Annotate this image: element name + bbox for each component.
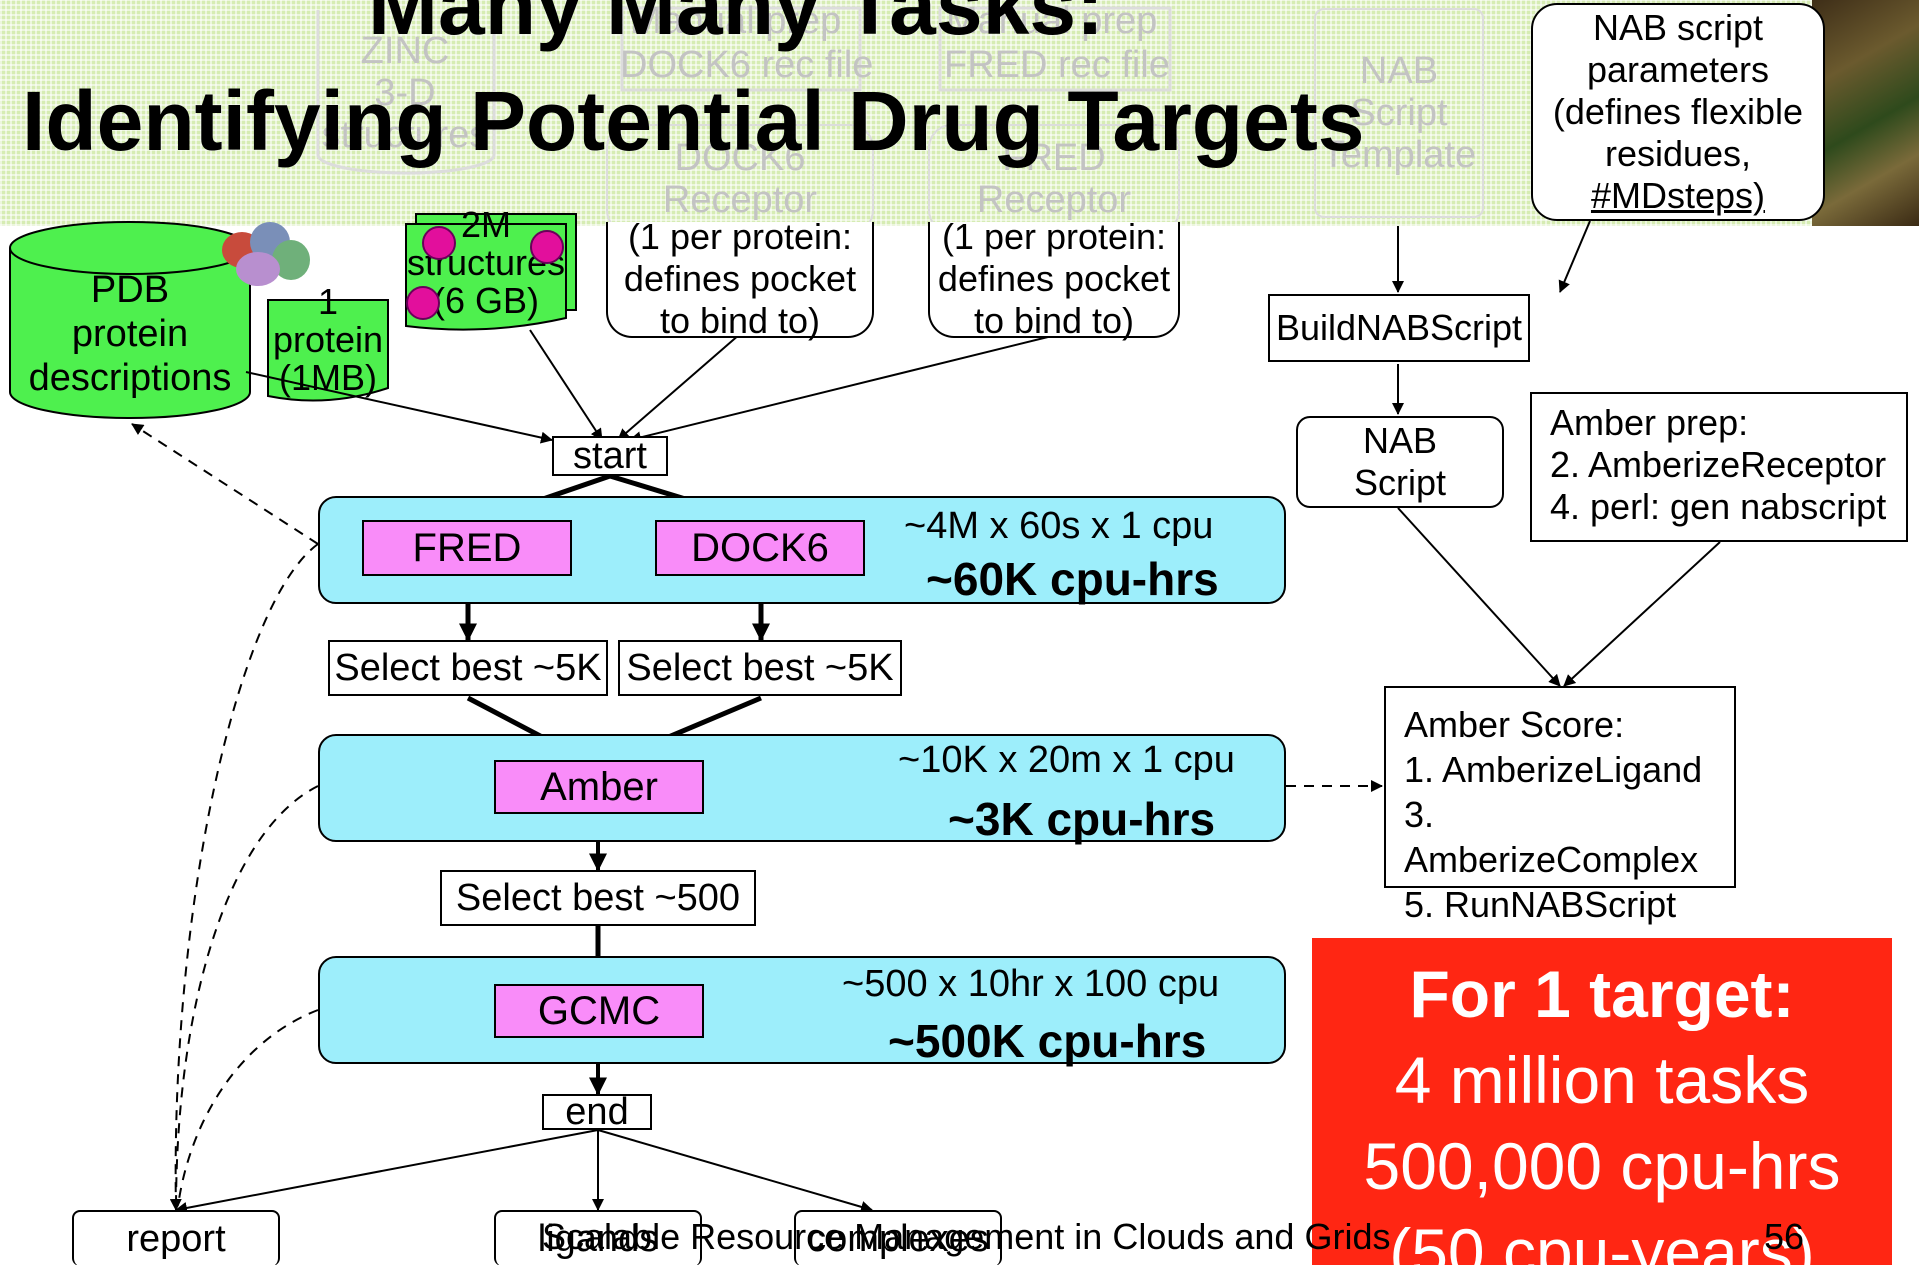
faded-header-shapes	[316, 6, 1172, 175]
summary-heading: For 1 target:	[1409, 957, 1795, 1031]
faded-manual-prep-b: Manual prep	[946, 0, 1158, 42]
dashed-stage3-to-report	[177, 1009, 319, 1207]
summary-cpu-years: (50 cpu-years)	[1389, 1215, 1815, 1265]
arrow-zinc-to-start	[529, 329, 603, 441]
summary-box: For 1 target: 4 million tasks 500,000 cp…	[1312, 938, 1892, 1265]
select-best-fred: Select best ~5K	[328, 640, 608, 696]
arrow-nabparams-to-build	[1558, 220, 1591, 293]
summary-cpu-hrs: 500,000 cpu-hrs	[1363, 1129, 1841, 1203]
footer-text: Scalable Resource Management in Clouds a…	[542, 1216, 1391, 1257]
build-nab-script: BuildNABScript	[1268, 294, 1530, 362]
ligands-output: ligands	[494, 1210, 702, 1265]
amber-task: Amber	[494, 760, 704, 814]
arrow-prep-to-score	[1563, 541, 1721, 687]
stage3-spec: ~500 x 10hr x 100 cpu	[842, 963, 1220, 1005]
arrow-nabscript-to-score	[1397, 507, 1561, 687]
end-node: end	[542, 1091, 652, 1133]
arrow-end-to-report	[175, 1129, 599, 1214]
select-best-dock6: Select best ~5K	[618, 640, 902, 696]
title-line-1: Many Many Tasks:	[368, 0, 1105, 52]
stage1-cost: ~60K cpu-hrs	[926, 553, 1219, 605]
faded-zinc-db-shape	[316, 10, 496, 175]
arrow-end-to-complexes	[597, 1129, 873, 1213]
arrow-protein-to-start	[245, 371, 553, 444]
arrow-dock6rec-to-start	[617, 333, 741, 441]
protein-structure-image	[222, 222, 314, 288]
faded-fred-rec-shape	[938, 6, 1172, 92]
stage2-container	[318, 734, 1286, 842]
molecule-dot	[406, 286, 440, 320]
nab-params-box: NAB script parameters (defines flexible …	[1531, 3, 1825, 221]
protein-document-shape	[267, 299, 389, 402]
fred-task: FRED	[362, 520, 572, 576]
stage3-container	[318, 956, 1286, 1064]
report-output: report	[72, 1210, 280, 1265]
faded-dock6-rec-shape	[620, 6, 862, 92]
stage3-cost: ~500K cpu-hrs	[888, 1015, 1207, 1067]
faded-fred-rec-file: FRED rec file	[944, 44, 1170, 86]
faded-manual-prep-a: Manual prep	[630, 0, 842, 42]
dock6-task: DOCK6	[655, 520, 865, 576]
dashed-stage1-to-report	[169, 543, 319, 1211]
dashed-stage2-to-report	[175, 785, 319, 1211]
stage2-cost: ~3K cpu-hrs	[948, 793, 1216, 845]
molecule-dot	[530, 230, 564, 264]
page-number: 56	[1764, 1216, 1805, 1257]
stage2-spec: ~10K x 20m x 1 cpu	[898, 739, 1235, 781]
forest-photo	[1812, 0, 1919, 226]
pdb-database-shape	[9, 221, 251, 419]
gcmc-task: GCMC	[494, 984, 704, 1038]
select-best-500: Select best ~500	[440, 870, 756, 926]
faded-dock6-rec-file: DOCK6 rec file	[620, 44, 874, 86]
amber-score-box: Amber Score: 1. AmberizeLigand 3. Amberi…	[1384, 686, 1736, 925]
amber-prep-box: Amber prep: 2. AmberizeReceptor 4. perl:…	[1530, 392, 1908, 542]
molecule-dot	[422, 226, 456, 260]
dashed-stage1-to-pdb	[131, 423, 319, 545]
complexes-output: complexes	[794, 1210, 1002, 1265]
summary-tasks: 4 million tasks	[1394, 1043, 1810, 1117]
start-node: start	[552, 435, 668, 477]
title-line-2: Identifying Potential Drug Targets	[22, 74, 1365, 168]
arrow-fredrec-to-start	[629, 335, 1053, 444]
stage1-spec: ~4M x 60s x 1 cpu	[904, 505, 1214, 547]
